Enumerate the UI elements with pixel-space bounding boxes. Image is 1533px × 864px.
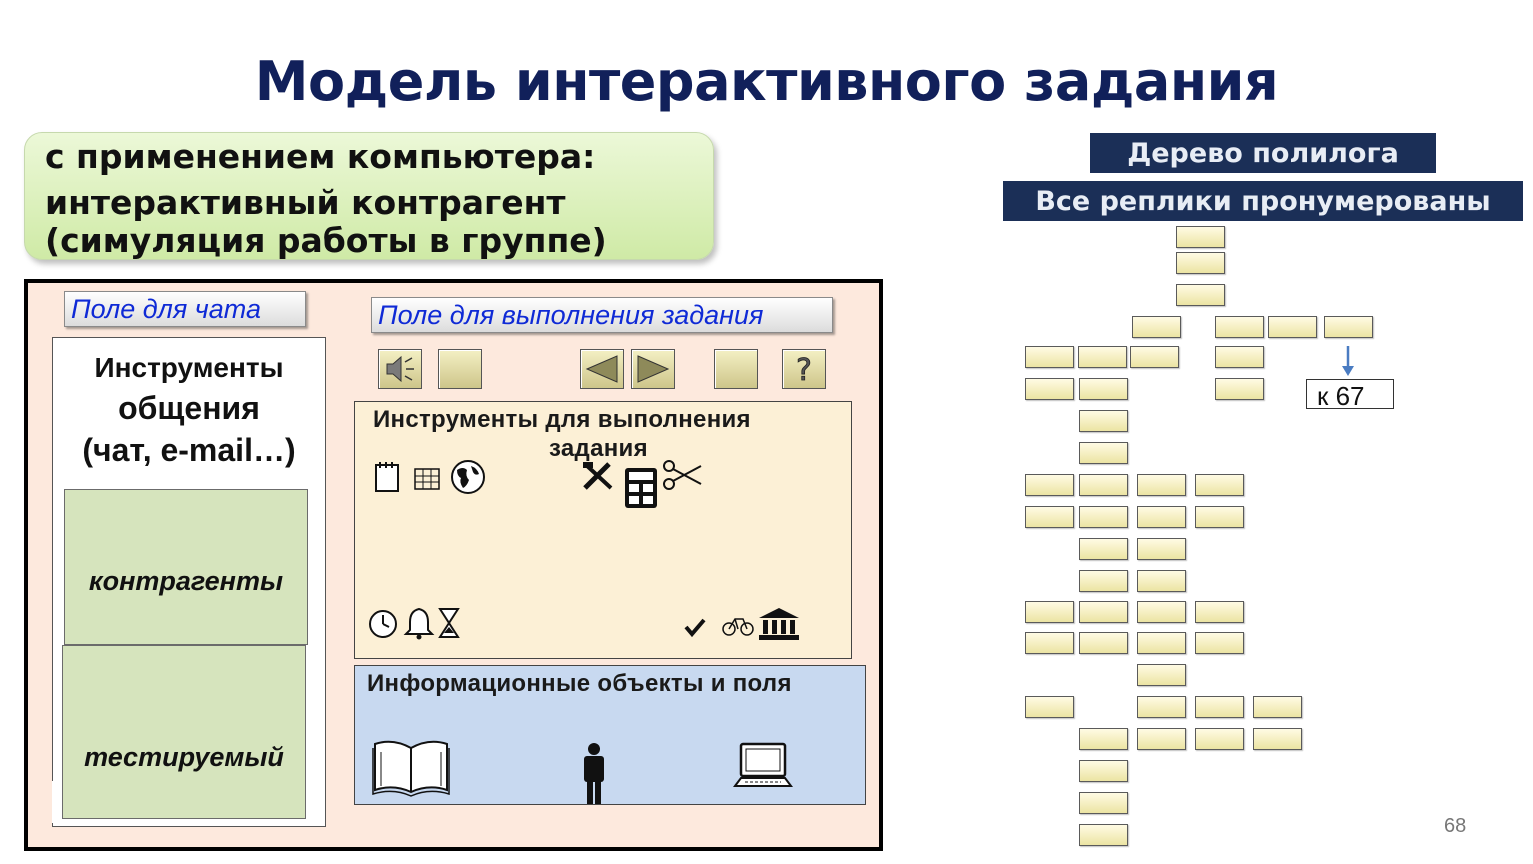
tree-node — [1137, 601, 1186, 623]
tested-person-box: тестируемый — [62, 645, 306, 819]
comm-tools-line-3: (чат, e-mail…) — [82, 432, 296, 468]
speaker-button[interactable] — [378, 349, 422, 389]
calculator-icon[interactable] — [623, 466, 659, 510]
svg-text:?: ? — [796, 353, 812, 388]
arrow-down-icon — [1342, 346, 1354, 376]
tree-subheader: Все реплики пронумерованы — [1003, 181, 1523, 221]
tree-node — [1195, 506, 1244, 528]
tree-node — [1137, 696, 1186, 718]
tree-node — [1137, 538, 1186, 560]
tree-node — [1137, 474, 1186, 496]
tree-node — [1130, 346, 1179, 368]
task-tools-panel: Инструменты для выполнения задания — [354, 401, 852, 659]
task-field-label: Поле для выполнения задания — [371, 297, 833, 333]
help-icon: ? — [796, 353, 813, 388]
callout-line-3: (симуляция работы в группе) — [45, 221, 607, 260]
tested-label: тестируемый — [84, 742, 284, 772]
comm-tools-line-2: общения — [118, 390, 260, 426]
clock-icon[interactable] — [367, 606, 399, 640]
bicycle-icon[interactable] — [721, 614, 755, 638]
arrow-right-icon — [637, 355, 670, 383]
tree-node — [1079, 410, 1128, 432]
callout-box: с применением компьютера: интерактивный … — [24, 132, 714, 260]
page-number: 68 — [1444, 815, 1467, 837]
help-button[interactable]: ? — [782, 349, 826, 389]
comm-tools-line-1: Инструменты — [94, 352, 284, 383]
tree-node — [1079, 538, 1128, 560]
tree-node — [1079, 506, 1128, 528]
counterparts-label: контрагенты — [88, 566, 284, 596]
tree-node — [1079, 632, 1128, 654]
tree-node — [1025, 601, 1074, 623]
counterparts-box: контрагенты — [64, 489, 308, 645]
tree-node — [1079, 601, 1128, 623]
tree-node — [1195, 632, 1244, 654]
bell-icon[interactable] — [403, 606, 435, 640]
task-tools-title-line-2: задания — [549, 435, 648, 462]
tree-node — [1176, 284, 1225, 306]
tree-node — [1195, 696, 1244, 718]
tree-node — [1195, 601, 1244, 623]
tree-node — [1025, 696, 1074, 718]
tree-node — [1079, 570, 1128, 592]
tree-node — [1079, 760, 1128, 782]
tree-node — [1137, 506, 1186, 528]
blank-toolbar-button-1[interactable] — [438, 349, 482, 389]
hourglass-icon[interactable] — [437, 606, 461, 640]
tree-node — [1137, 728, 1186, 750]
tree-node — [1215, 316, 1264, 338]
callout-line-2: интерактивный контрагент — [45, 183, 566, 222]
tree-node — [1253, 728, 1302, 750]
task-tools-title-line-1: Инструменты для выполнения — [373, 406, 751, 433]
tree-node — [1137, 664, 1186, 686]
callout-line-1: с применением компьютера: — [45, 137, 596, 176]
tree-node — [1079, 728, 1128, 750]
tree-node — [1025, 632, 1074, 654]
tree-node — [1079, 474, 1128, 496]
info-objects-panel: Информационные объекты и поля — [354, 665, 866, 805]
bank-icon[interactable] — [757, 606, 801, 642]
checkmark-icon[interactable] — [683, 616, 707, 638]
tree-node — [1079, 378, 1128, 400]
tree-node — [1253, 696, 1302, 718]
grid-icon[interactable] — [413, 466, 443, 492]
tree-node — [1025, 506, 1074, 528]
back-button[interactable] — [580, 349, 624, 389]
tree-node — [1025, 378, 1074, 400]
tree-node — [1215, 378, 1264, 400]
tree-node — [1078, 346, 1127, 368]
tree-header: Дерево полилога — [1090, 133, 1436, 173]
tree-node — [1176, 226, 1225, 248]
tree-node — [1176, 252, 1225, 274]
task-interface-frame: Поле для чата Инструменты общения (чат, … — [24, 279, 883, 851]
tree-node — [1324, 316, 1373, 338]
arrow-left-icon — [585, 355, 618, 383]
tree-node — [1079, 442, 1128, 464]
blank-toolbar-button-2[interactable] — [714, 349, 758, 389]
tree-node — [1132, 316, 1181, 338]
slide-title: Модель интерактивного задания — [254, 50, 1279, 113]
laptop-icon[interactable] — [733, 742, 793, 798]
tree-node — [1195, 728, 1244, 750]
reply-reference-box: к 67 — [1306, 379, 1394, 411]
tree-node — [1025, 474, 1074, 496]
tree-node — [1268, 316, 1317, 338]
chat-field-label: Поле для чата — [64, 291, 306, 327]
tree-node — [1025, 346, 1074, 368]
scissors-icon[interactable] — [661, 458, 705, 492]
tree-node — [1079, 824, 1128, 846]
forward-button[interactable] — [631, 349, 675, 389]
tree-node — [1215, 346, 1264, 368]
info-panel-title: Информационные объекты и поля — [367, 670, 792, 697]
book-icon[interactable] — [371, 738, 451, 798]
tools-icon[interactable] — [581, 460, 617, 492]
tree-node — [1137, 570, 1186, 592]
person-icon[interactable] — [579, 742, 609, 808]
tree-node — [1195, 474, 1244, 496]
speaker-icon — [386, 355, 414, 383]
tree-node — [1137, 632, 1186, 654]
notepad-icon[interactable] — [373, 460, 403, 494]
globe-icon[interactable] — [449, 458, 487, 496]
tree-node — [1079, 792, 1128, 814]
